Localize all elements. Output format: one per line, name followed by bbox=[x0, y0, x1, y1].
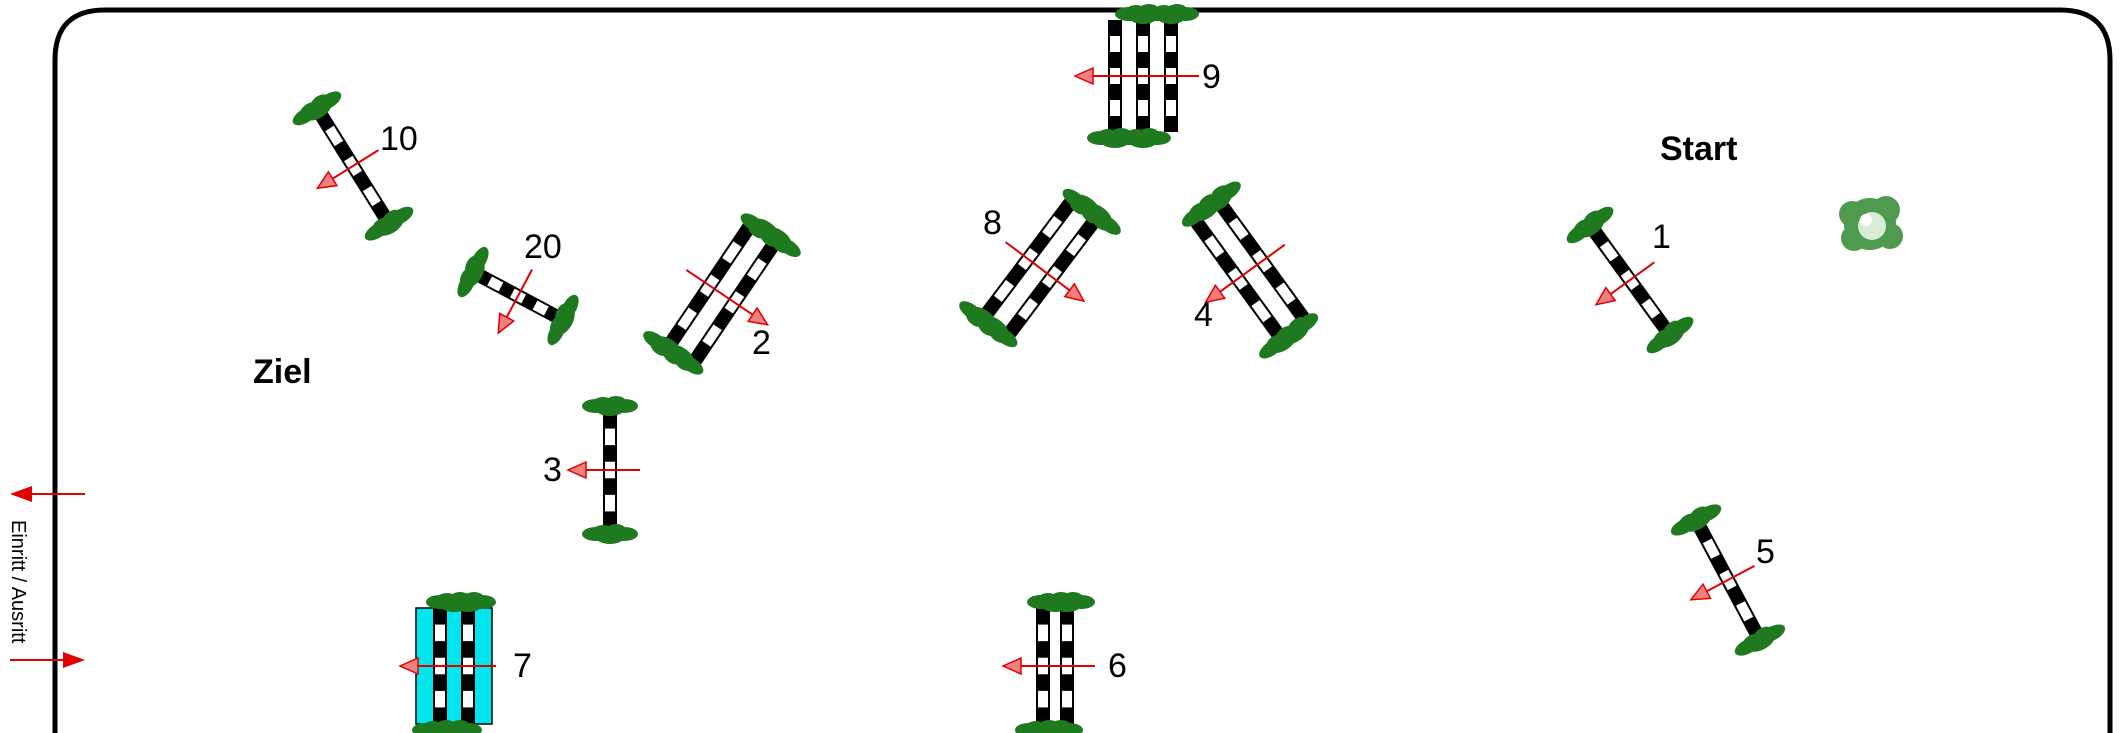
standard-plant-icon bbox=[1074, 197, 1121, 235]
obstacle-6 bbox=[1001, 592, 1095, 733]
obstacle-number-7: 7 bbox=[513, 647, 532, 685]
finish-label: Ziel bbox=[253, 353, 312, 391]
bush-icon bbox=[1839, 196, 1903, 251]
obstacle-number-20: 20 bbox=[524, 228, 562, 266]
obstacle-9 bbox=[1073, 4, 1199, 148]
obstacle-7 bbox=[398, 592, 496, 733]
direction-arrow-icon bbox=[1073, 66, 1199, 86]
direction-arrow-icon bbox=[685, 269, 770, 326]
obstacle-number-10: 10 bbox=[380, 120, 418, 158]
direction-arrow-icon bbox=[398, 656, 496, 676]
direction-arrow-icon bbox=[1001, 656, 1095, 676]
direction-arrow-icon bbox=[1204, 243, 1286, 304]
standard-plant-icon bbox=[412, 720, 468, 733]
obstacle-1 bbox=[1566, 206, 1694, 354]
standard-plant-icon bbox=[1143, 4, 1199, 24]
standard-plant-icon bbox=[1259, 322, 1306, 359]
standard-plant-icon bbox=[364, 206, 414, 241]
standard-plant-icon bbox=[457, 246, 489, 298]
obstacle-number-9: 9 bbox=[1202, 58, 1221, 96]
direction-arrow-icon bbox=[1689, 565, 1755, 601]
standard-plant-icon bbox=[547, 294, 579, 346]
direction-arrow-icon bbox=[566, 460, 640, 480]
obstacle-2 bbox=[643, 213, 801, 375]
entrance-marker: Einritt / Ausritt bbox=[7, 486, 85, 668]
obstacle-number-3: 3 bbox=[543, 451, 562, 489]
standard-plant-icon bbox=[1039, 592, 1095, 612]
standard-plant-icon bbox=[1566, 206, 1614, 244]
standard-plant-icon bbox=[582, 524, 638, 544]
standard-plant-icon bbox=[1670, 504, 1722, 536]
arena-border bbox=[52, 7, 2113, 733]
standard-plant-icon bbox=[753, 221, 801, 257]
obstacle-5 bbox=[1670, 504, 1786, 656]
standard-plant-icon bbox=[582, 396, 638, 416]
obstacle-number-6: 6 bbox=[1108, 647, 1127, 685]
direction-arrow-icon bbox=[315, 149, 379, 190]
standard-plant-icon bbox=[1646, 316, 1694, 354]
obstacle-8 bbox=[959, 188, 1121, 348]
obstacle-number-5: 5 bbox=[1756, 533, 1775, 571]
obstacle-number-1: 1 bbox=[1652, 218, 1671, 256]
obstacle-4 bbox=[1181, 181, 1319, 359]
standard-plant-icon bbox=[440, 592, 496, 612]
exit-arrow-icon bbox=[10, 486, 85, 502]
direction-arrow-icon bbox=[1005, 241, 1086, 303]
obstacle-3 bbox=[566, 396, 640, 544]
obstacle-number-8: 8 bbox=[983, 204, 1002, 242]
direction-arrow-icon bbox=[497, 269, 533, 335]
entrance-arrow-icon bbox=[10, 652, 85, 668]
obstacle-number-4: 4 bbox=[1194, 296, 1213, 334]
direction-arrow-icon bbox=[1594, 261, 1655, 306]
entrance-label: Einritt / Ausritt bbox=[7, 520, 29, 644]
standard-plant-icon bbox=[1015, 720, 1071, 733]
start-label: Start bbox=[1660, 130, 1737, 168]
obstacle-number-2: 2 bbox=[752, 324, 771, 362]
standard-plant-icon bbox=[1194, 181, 1241, 218]
obstacle-10 bbox=[292, 91, 414, 241]
standard-plant-icon bbox=[1087, 128, 1143, 148]
standard-plant-icon bbox=[1734, 624, 1786, 656]
standard-plant-icon bbox=[292, 91, 342, 126]
standard-plant-icon bbox=[643, 331, 691, 367]
standard-plant-icon bbox=[959, 301, 1006, 339]
obstacle-20 bbox=[457, 246, 579, 346]
